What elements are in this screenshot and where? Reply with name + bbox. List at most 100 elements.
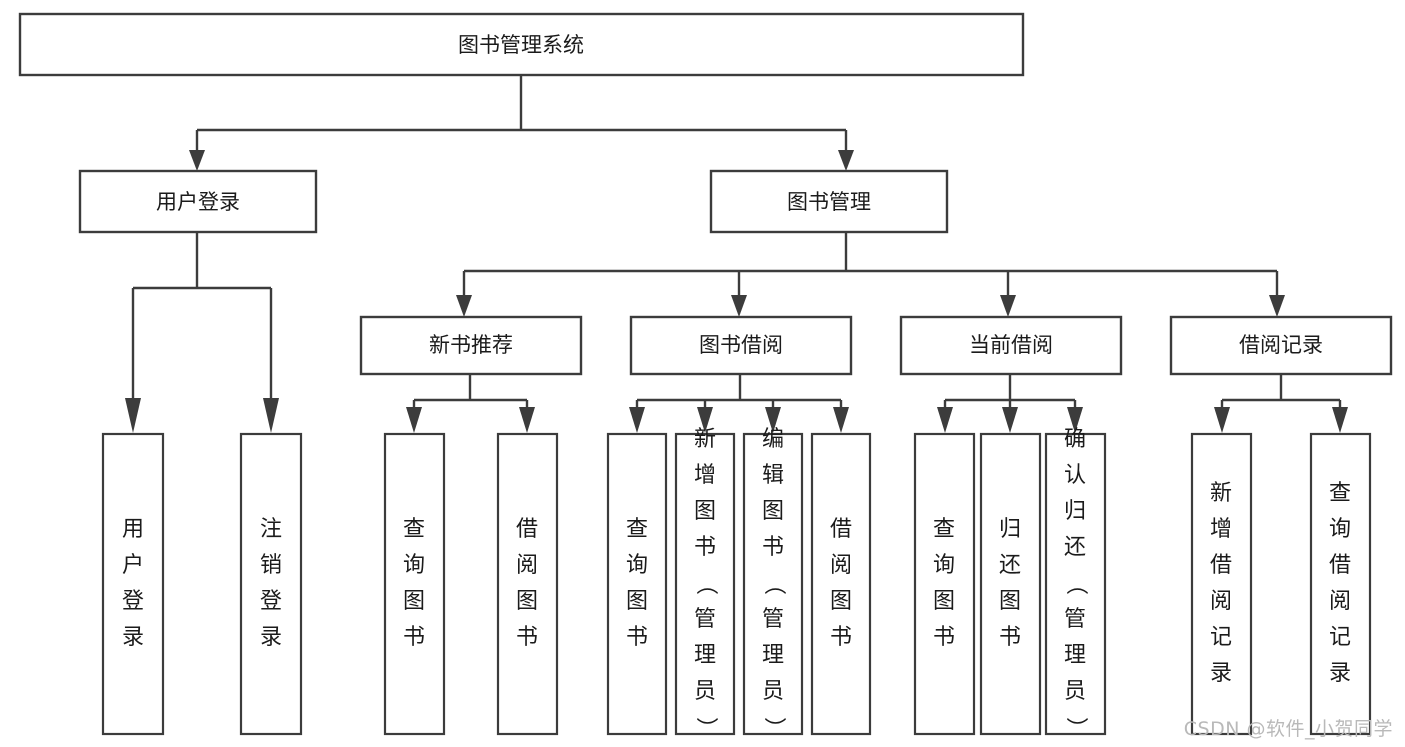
node-root[interactable]: 图书管理系统 bbox=[18, 12, 1025, 77]
svg-text:录: 录 bbox=[1329, 661, 1351, 686]
svg-text:户: 户 bbox=[122, 553, 144, 578]
svg-text:登: 登 bbox=[122, 589, 144, 614]
node-borrow-record-label: 借阅记录 bbox=[1239, 333, 1323, 357]
svg-text:查: 查 bbox=[933, 517, 955, 542]
svg-text:书: 书 bbox=[694, 535, 716, 560]
svg-text:记: 记 bbox=[1210, 625, 1232, 650]
svg-text:书: 书 bbox=[762, 535, 784, 560]
svg-text:归: 归 bbox=[1064, 499, 1086, 524]
node-book-manage-label: 图书管理 bbox=[787, 190, 871, 214]
svg-text:阅: 阅 bbox=[1329, 589, 1351, 614]
svg-text:阅: 阅 bbox=[516, 553, 538, 578]
svg-text:询: 询 bbox=[933, 553, 955, 578]
svg-text:（: （ bbox=[1063, 573, 1088, 595]
svg-text:员: 员 bbox=[1064, 679, 1086, 704]
node-current-borrow[interactable]: 当前借阅 bbox=[899, 315, 1123, 376]
node-book-borrow-label: 图书借阅 bbox=[699, 333, 783, 357]
svg-text:记: 记 bbox=[1329, 625, 1351, 650]
svg-text:借: 借 bbox=[830, 517, 852, 542]
svg-text:（: （ bbox=[693, 573, 718, 595]
svg-text:增: 增 bbox=[1210, 517, 1232, 542]
svg-text:管: 管 bbox=[694, 607, 716, 632]
node-user-login-label: 用户登录 bbox=[156, 190, 240, 214]
svg-text:编: 编 bbox=[762, 427, 784, 452]
svg-text:理: 理 bbox=[694, 643, 716, 668]
leaf-user-login[interactable]: 用户登录 bbox=[101, 432, 165, 736]
svg-text:）: ） bbox=[693, 717, 718, 739]
connector-root-to-level2 bbox=[189, 75, 854, 171]
node-current-borrow-label: 当前借阅 bbox=[969, 333, 1053, 357]
svg-text:询: 询 bbox=[403, 553, 425, 578]
svg-text:书: 书 bbox=[516, 625, 538, 650]
svg-text:图: 图 bbox=[999, 589, 1021, 614]
svg-text:登: 登 bbox=[260, 589, 282, 614]
csdn-watermark: CSDN @软件_小贺同学 bbox=[1183, 718, 1393, 740]
svg-text:录: 录 bbox=[122, 625, 144, 650]
svg-text:借: 借 bbox=[516, 517, 538, 542]
node-book-manage[interactable]: 图书管理 bbox=[709, 169, 949, 234]
connector-userlogin-to-leaves bbox=[125, 232, 279, 433]
svg-text:查: 查 bbox=[626, 517, 648, 542]
node-new-book-recommend[interactable]: 新书推荐 bbox=[359, 315, 583, 376]
svg-text:确: 确 bbox=[1064, 427, 1086, 452]
node-borrow-record[interactable]: 借阅记录 bbox=[1169, 315, 1393, 376]
svg-text:图: 图 bbox=[403, 589, 425, 614]
connector-bookborrow-to-leaves bbox=[629, 374, 849, 433]
svg-text:借: 借 bbox=[1210, 553, 1232, 578]
svg-text:员: 员 bbox=[762, 679, 784, 704]
connector-borrowrecord-to-leaves bbox=[1214, 374, 1348, 433]
svg-text:图: 图 bbox=[694, 499, 716, 524]
connector-currentborrow-to-leaves bbox=[937, 374, 1083, 433]
svg-text:询: 询 bbox=[1329, 517, 1351, 542]
svg-text:销: 销 bbox=[260, 553, 282, 578]
svg-text:录: 录 bbox=[1210, 661, 1232, 686]
node-user-login[interactable]: 用户登录 bbox=[78, 169, 318, 234]
svg-text:图: 图 bbox=[933, 589, 955, 614]
svg-text:管: 管 bbox=[1064, 607, 1086, 632]
leaf-user-login-label: 用户登录 bbox=[122, 517, 144, 650]
svg-text:（: （ bbox=[761, 573, 786, 595]
svg-text:）: ） bbox=[761, 717, 786, 739]
svg-text:查: 查 bbox=[1329, 481, 1351, 506]
svg-text:理: 理 bbox=[1064, 643, 1086, 668]
node-book-borrow[interactable]: 图书借阅 bbox=[629, 315, 853, 376]
svg-text:用: 用 bbox=[122, 517, 144, 542]
svg-text:新: 新 bbox=[1210, 481, 1232, 506]
svg-text:阅: 阅 bbox=[830, 553, 852, 578]
svg-text:还: 还 bbox=[1064, 535, 1086, 560]
svg-text:阅: 阅 bbox=[1210, 589, 1232, 614]
connector-newbook-to-leaves bbox=[406, 374, 535, 433]
svg-text:）: ） bbox=[1063, 717, 1088, 739]
node-root-label: 图书管理系统 bbox=[458, 33, 584, 57]
svg-text:图: 图 bbox=[626, 589, 648, 614]
svg-text:查: 查 bbox=[403, 517, 425, 542]
svg-text:新: 新 bbox=[694, 427, 716, 452]
svg-text:图: 图 bbox=[516, 589, 538, 614]
